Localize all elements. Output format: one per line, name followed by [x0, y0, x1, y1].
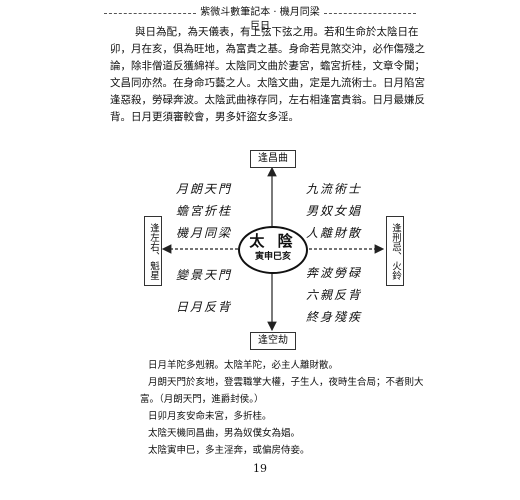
running-header: 紫微斗數筆記本 · 機月同梁巨日: [0, 6, 520, 32]
star-diagram: 逢昌曲 逢空劫 逢左右、魁星 逢刑忌、火鈴 太 陰 寅申巳亥 月朗天門 蟾宮折桂…: [0, 140, 520, 350]
top-paragraph: 與日為配，為天儀表，有上弦下弦之用。若和生命於太陰日在卯，月在亥，俱為旺地，為富…: [110, 26, 425, 123]
text-line: 月朗天門於亥地，登雲職掌大權，子生人，夜時生合局；不者則大: [148, 377, 424, 388]
condition-box-bottom: 逢空劫: [250, 332, 296, 350]
condition-box-right: 逢刑忌、火鈴: [386, 216, 404, 286]
header-rule-right: [324, 13, 416, 14]
right-upper-item: 人離財散: [306, 226, 363, 240]
right-upper-item: 男奴女娼: [306, 204, 363, 218]
left-upper-item: 機月同梁: [176, 226, 233, 240]
right-lower-item: 六親反背: [306, 288, 363, 302]
center-star-ellipse: 太 陰 寅申巳亥: [238, 226, 308, 274]
text-line: 富。（月朗天門，進爵封侯。）: [140, 394, 264, 405]
right-lower-item: 終身殘疾: [306, 310, 363, 324]
text-line: 日月羊陀多剋親。太陰羊陀，必主人離財散。: [148, 360, 339, 371]
center-star-palaces: 寅申巳亥: [254, 252, 291, 262]
condition-box-left: 逢左右、魁星: [144, 216, 162, 286]
left-lower-item: 日月反背: [176, 300, 233, 314]
text-line: 太陰寅申巳，多主淫奔，或偏房侍妾。: [148, 445, 310, 456]
left-upper-item: 月朗天門: [176, 182, 233, 196]
right-upper-item: 九流術士: [306, 182, 363, 196]
condition-box-top: 逢昌曲: [250, 150, 296, 168]
center-star-name: 太 陰: [249, 232, 297, 250]
header-rule-left: [104, 13, 196, 14]
left-lower-item: 變景天門: [176, 268, 233, 282]
text-line: 太陰天機同昌曲，男為奴僕女為娼。: [148, 428, 301, 439]
header-title: 紫微斗數筆記本 · 機月同梁巨日: [200, 7, 320, 32]
right-lower-item: 奔波勞碌: [306, 266, 363, 280]
text-line: 日卯月亥安命未宮，多折桂。: [148, 411, 272, 422]
page-number: 19: [253, 462, 267, 475]
diagram-arrows: [161, 166, 385, 332]
left-upper-item: 蟾宮折桂: [176, 204, 233, 218]
